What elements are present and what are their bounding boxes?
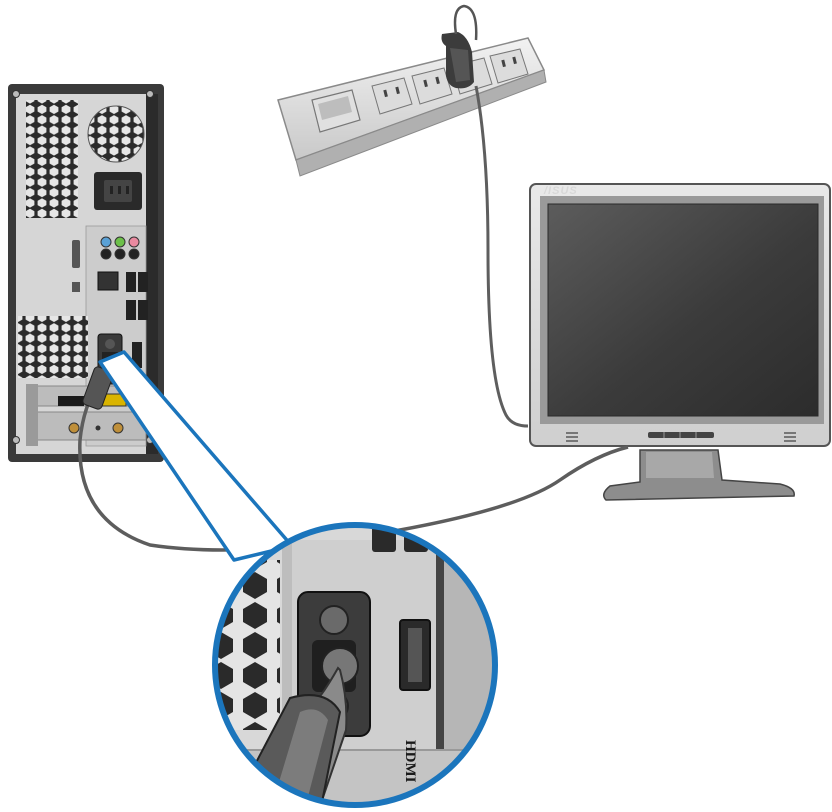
power-plug[interactable] bbox=[441, 32, 475, 89]
outlet bbox=[411, 67, 453, 105]
power-switch[interactable] bbox=[311, 89, 361, 133]
outlet bbox=[489, 48, 529, 84]
hdmi-port[interactable] bbox=[132, 342, 142, 368]
speaker-grille-left bbox=[566, 432, 578, 442]
ethernet-port[interactable] bbox=[97, 271, 119, 291]
vent-grille bbox=[18, 316, 88, 378]
outlet bbox=[371, 77, 413, 115]
magnifier-ring bbox=[212, 522, 498, 808]
psu-fan bbox=[87, 105, 145, 163]
hdmi-port-zoomed[interactable] bbox=[399, 619, 431, 691]
usb-ports[interactable] bbox=[126, 272, 148, 320]
monitor-brand-logo: /ISUS bbox=[543, 185, 578, 197]
monitor-controls[interactable] bbox=[648, 432, 714, 438]
hdmi-label: HDMI bbox=[402, 740, 418, 783]
audio-ports[interactable] bbox=[100, 236, 140, 260]
monitor-screen bbox=[547, 203, 819, 417]
power-strip bbox=[277, 4, 547, 177]
vent-grille bbox=[26, 100, 78, 218]
magnified-inset: HDMI bbox=[215, 525, 495, 805]
power-inlet bbox=[94, 172, 142, 210]
speaker-grille-right bbox=[784, 432, 796, 442]
monitor: /ISUS bbox=[529, 183, 831, 501]
power-cable bbox=[474, 85, 529, 428]
